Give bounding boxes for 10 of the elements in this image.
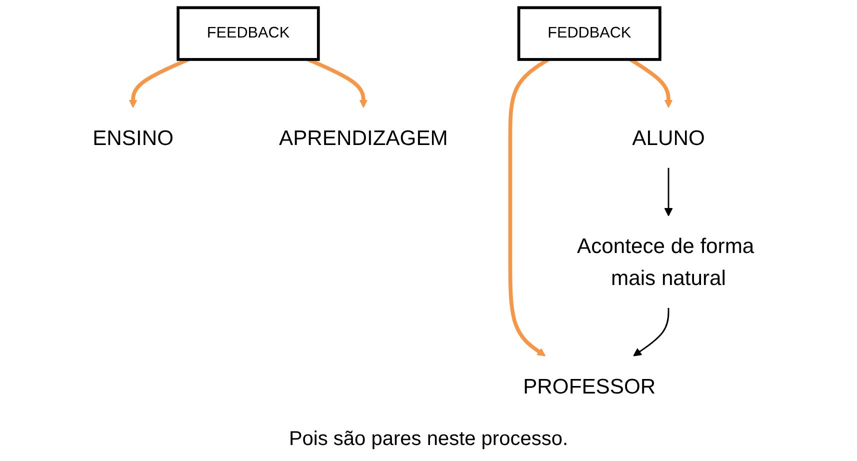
arrow	[633, 308, 670, 356]
arrow	[664, 168, 673, 216]
node-text: PROFESSOR	[523, 374, 656, 398]
node-text: ALUNO	[632, 126, 705, 150]
node-text: APRENDIZAGEM	[279, 126, 448, 150]
node-box: FEDDBACK	[517, 6, 662, 61]
note-text: Pois são pares neste processo.	[288, 428, 568, 451]
node-box: FEEDBACK	[176, 6, 320, 61]
node-text: Acontece de forma mais natural	[577, 234, 754, 290]
node-text: ENSINO	[92, 126, 174, 150]
